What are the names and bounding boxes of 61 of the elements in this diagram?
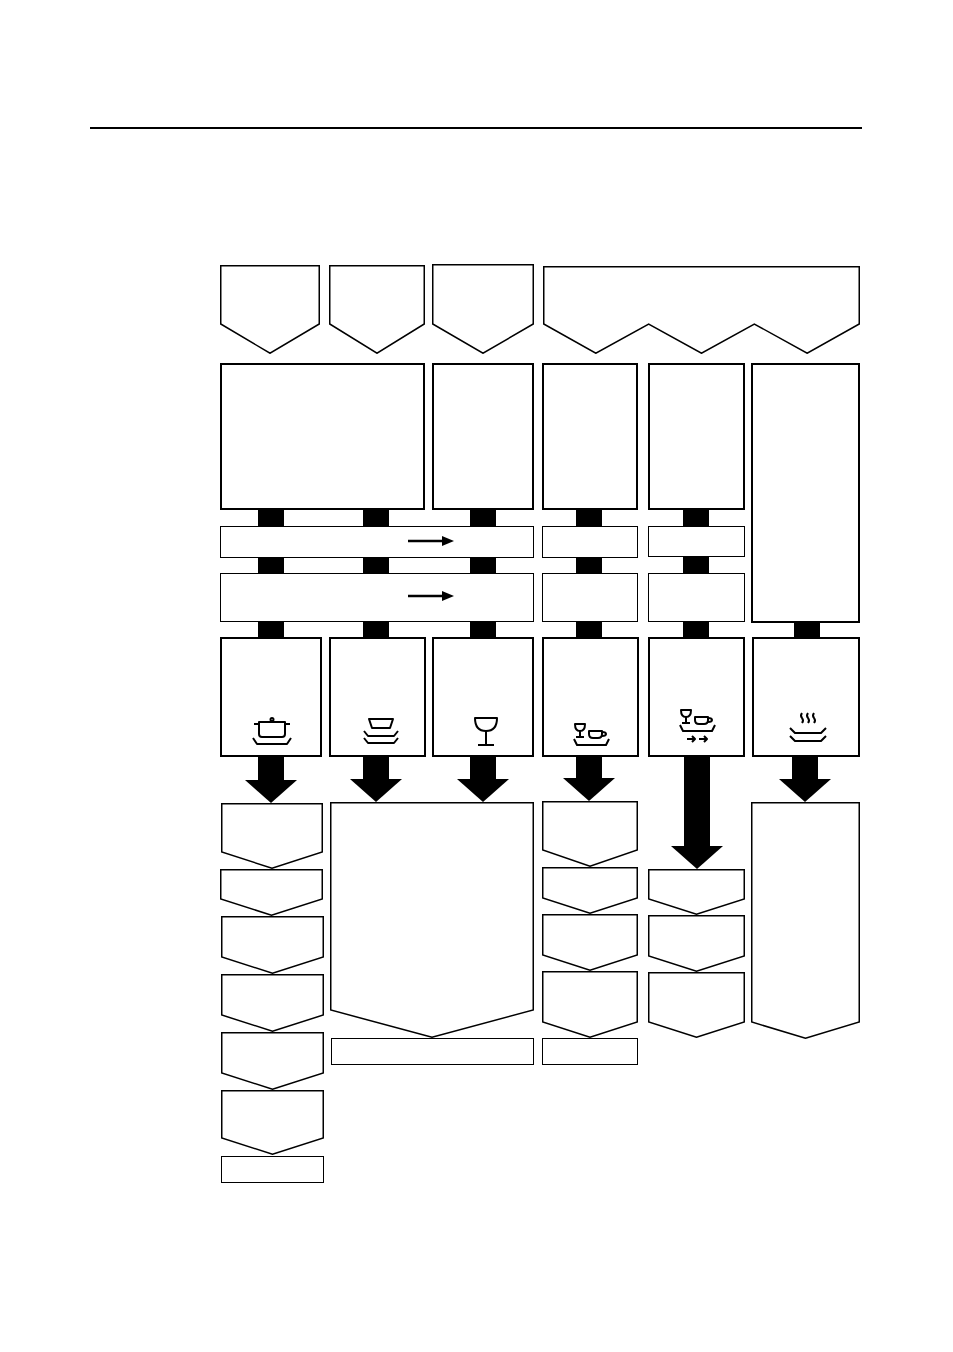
program-panel — [432, 637, 534, 757]
connector-bar — [683, 557, 709, 573]
program-panel — [542, 637, 639, 757]
result-tag — [648, 869, 745, 915]
result-tag — [221, 916, 324, 974]
connector-bar — [794, 623, 820, 637]
result-tag — [542, 971, 638, 1038]
program-panel — [648, 637, 745, 757]
result-tag — [542, 801, 638, 867]
arrow — [245, 757, 297, 803]
step-band — [542, 573, 638, 622]
step-band — [648, 526, 745, 557]
connector-bar — [576, 510, 602, 526]
program-panel — [752, 637, 860, 757]
result-tag — [221, 1032, 324, 1090]
step-band — [648, 573, 745, 622]
connector-bar — [258, 558, 284, 573]
result-tag — [542, 914, 638, 971]
arrow — [671, 757, 723, 869]
step-band — [542, 526, 638, 558]
header-tag — [220, 265, 320, 354]
description-panel — [432, 363, 534, 510]
program-panel — [220, 637, 322, 757]
connector-bar — [576, 558, 602, 573]
result-tag — [221, 1090, 324, 1155]
arrow — [563, 757, 615, 801]
connector-bar — [258, 622, 284, 637]
connector-bar — [258, 510, 284, 526]
description-panel — [542, 363, 638, 510]
arrow — [350, 757, 402, 802]
result-tag — [751, 802, 860, 1039]
connector-bar — [470, 510, 496, 526]
result-band — [542, 1038, 638, 1065]
arrow — [457, 757, 509, 802]
result-tag — [542, 867, 638, 914]
result-tag — [221, 974, 324, 1032]
description-panel — [648, 363, 745, 510]
connector-bar — [576, 622, 602, 637]
connector-bar — [683, 510, 709, 526]
result-tag — [220, 869, 323, 916]
connector-bar — [683, 622, 709, 637]
result-band — [331, 1038, 534, 1065]
header-tag — [432, 264, 534, 354]
result-tag — [221, 803, 323, 869]
connector-bar — [470, 558, 496, 573]
connector-bar — [470, 622, 496, 637]
step-band — [220, 526, 534, 558]
header-banner — [543, 266, 860, 354]
step-band — [220, 573, 534, 622]
arrow — [779, 757, 831, 802]
connector-bar — [363, 510, 389, 526]
description-panel — [751, 363, 860, 623]
connector-bar — [363, 622, 389, 637]
connector-bar — [363, 558, 389, 573]
result-tag — [330, 802, 534, 1038]
header-tag — [329, 265, 425, 354]
program-panel — [329, 637, 426, 757]
result-band — [221, 1156, 324, 1183]
description-panel — [220, 363, 425, 510]
result-tag — [648, 915, 745, 972]
result-tag — [648, 972, 745, 1038]
